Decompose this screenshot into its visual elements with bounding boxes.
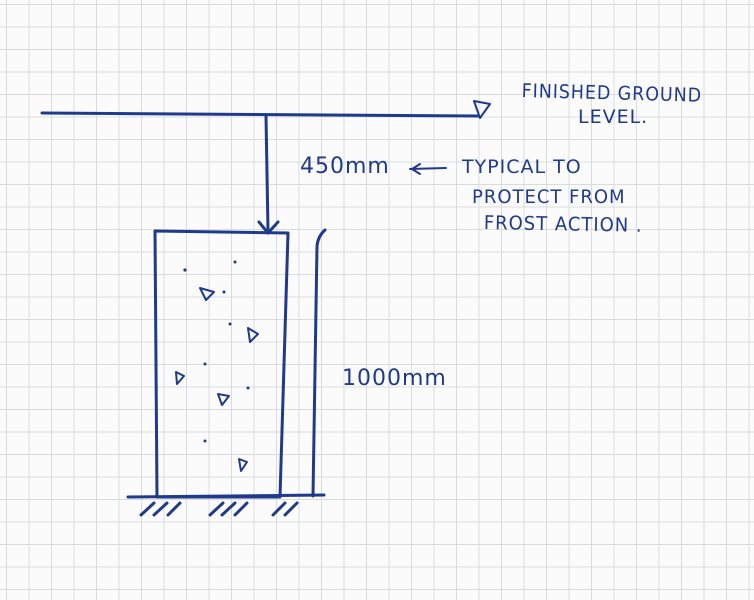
footing-block bbox=[153, 229, 290, 499]
level-marker-icon bbox=[473, 100, 491, 119]
depth-note-line2: PROTECT FROM bbox=[472, 186, 626, 208]
depth-dimension-label: 450mm bbox=[300, 154, 390, 179]
note-arrow-icon bbox=[409, 163, 447, 175]
ground-hatching bbox=[139, 501, 299, 517]
ground-level-label-line1: FINISHED GROUND bbox=[521, 80, 703, 107]
ground-level-label-line2: LEVEL. bbox=[578, 106, 649, 128]
depth-note-line1: TYPICAL TO bbox=[462, 156, 582, 178]
depth-note-line3: FROST ACTION . bbox=[483, 212, 643, 237]
depth-dimension-line bbox=[264, 114, 270, 233]
base-ground-line bbox=[126, 493, 326, 499]
concrete-aggregate-pattern bbox=[175, 260, 259, 472]
footing-height-label: 1000mm bbox=[342, 366, 447, 391]
ground-level-line bbox=[40, 111, 480, 118]
height-dimension-line bbox=[311, 228, 327, 498]
